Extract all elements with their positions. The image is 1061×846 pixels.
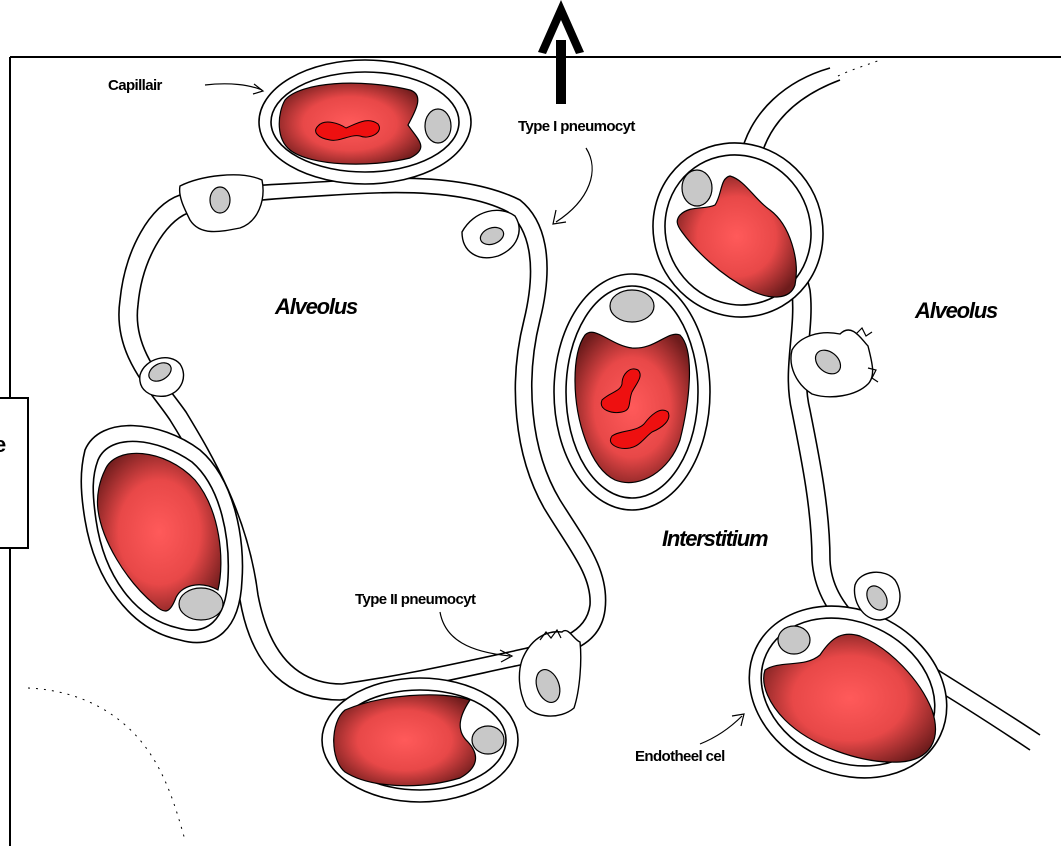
label-capillary: Capillair [108, 77, 163, 94]
label-alveolus-left: Alveolus [274, 294, 358, 319]
label-type1-pneumocyte: Type I pneumocyt [518, 118, 635, 135]
up-arrow-icon [538, 0, 584, 104]
type1-cell [140, 358, 184, 397]
type1-cell [462, 210, 519, 257]
side-box-fragment-label: e [0, 432, 6, 458]
type1-cell [180, 175, 263, 232]
label-type2-pneumocyte: Type II pneumocyt [355, 591, 476, 608]
capillary-lower-right [721, 575, 975, 810]
capillary-left [81, 426, 242, 643]
label-endothelial-cell: Endotheel cel [635, 748, 725, 765]
capillary-center [554, 274, 710, 510]
capillary-top [259, 60, 471, 184]
type2-cell [519, 630, 580, 716]
label-interstitium: Interstitium [662, 526, 768, 551]
capillary-bottom [322, 678, 518, 802]
type2-cell [791, 328, 878, 397]
label-alveolus-right: Alveolus [914, 298, 998, 323]
